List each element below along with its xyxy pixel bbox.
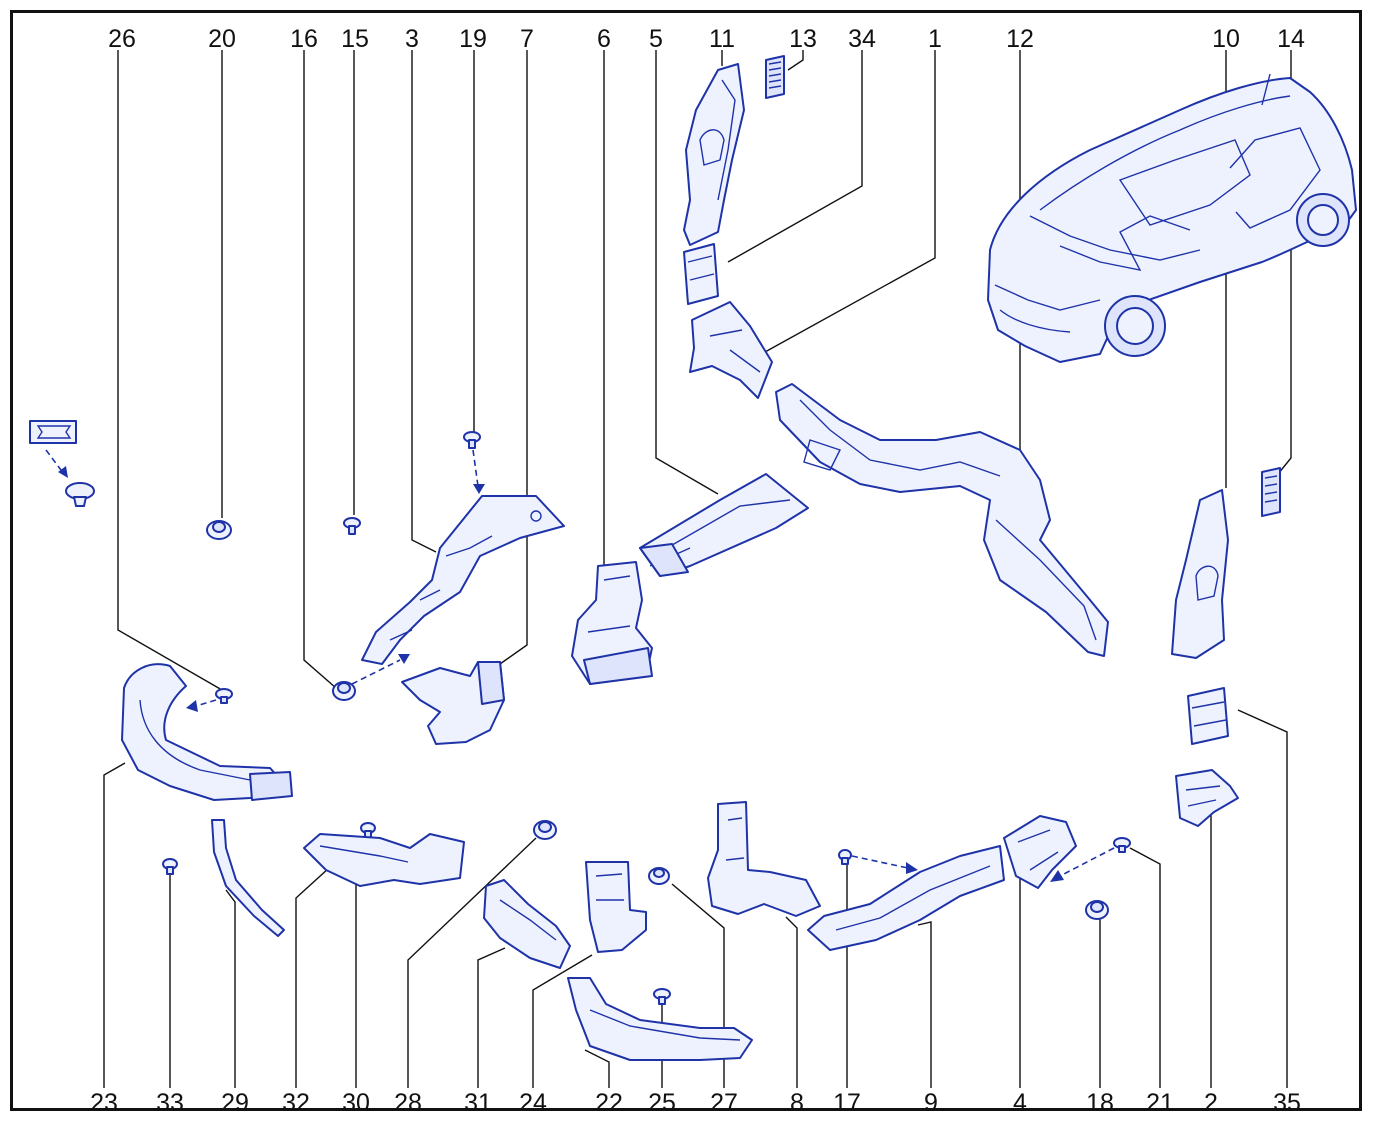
callout-22: 22 — [595, 1089, 623, 1117]
part-14-grille — [1261, 467, 1281, 517]
callout-1: 1 — [928, 25, 942, 53]
part-12-duct — [775, 383, 1109, 657]
callout-9: 9 — [924, 1089, 938, 1117]
clip-19 — [463, 431, 481, 449]
callout-21: 21 — [1146, 1089, 1174, 1117]
callout-4: 4 — [1013, 1089, 1027, 1117]
callout-10: 10 — [1212, 25, 1240, 53]
callout-14: 14 — [1277, 25, 1305, 53]
callout-11: 11 — [709, 25, 735, 53]
callout-7: 7 — [520, 25, 534, 53]
callout-24: 24 — [519, 1089, 547, 1117]
clip-20 — [206, 520, 232, 540]
callout-8: 8 — [790, 1089, 804, 1117]
clip-18 — [1085, 900, 1109, 920]
callout-29: 29 — [221, 1089, 249, 1117]
clip-17 — [838, 849, 852, 865]
clip-21 — [1113, 837, 1131, 853]
part-30-duct — [303, 833, 465, 887]
callout-30: 30 — [342, 1089, 370, 1117]
callout-26: 26 — [108, 25, 136, 53]
clip-33 — [162, 858, 178, 875]
assembly-arrows — [186, 449, 1115, 882]
part-22-duct — [567, 977, 753, 1061]
callout-32: 32 — [282, 1089, 310, 1117]
callout-18: 18 — [1086, 1089, 1114, 1117]
callout-15: 15 — [341, 25, 369, 53]
callout-17: 17 — [833, 1089, 861, 1117]
part-6-duct — [571, 561, 653, 685]
part-1-connector — [689, 301, 773, 399]
callout-5: 5 — [649, 25, 663, 53]
clip-28 — [533, 820, 557, 840]
callout-2: 2 — [1204, 1089, 1218, 1117]
callout-35: 35 — [1273, 1089, 1301, 1117]
part-23-duct — [121, 663, 293, 801]
callout-16: 16 — [290, 25, 318, 53]
callout-6: 6 — [597, 25, 611, 53]
callout-27: 27 — [710, 1089, 738, 1117]
part-3-duct — [361, 495, 565, 665]
callout-20: 20 — [208, 25, 236, 53]
clip-25 — [653, 988, 671, 1005]
part-9-duct — [807, 845, 1005, 951]
callout-34: 34 — [848, 25, 876, 53]
callout-33: 33 — [156, 1089, 184, 1117]
callout-3: 3 — [405, 25, 419, 53]
clip-32 — [360, 822, 376, 839]
callout-12: 12 — [1006, 25, 1034, 53]
clip-15 — [343, 517, 361, 535]
part-13-grille — [765, 55, 785, 99]
part-11-duct — [683, 63, 745, 246]
part-5-duct — [639, 473, 809, 577]
callout-25: 25 — [648, 1089, 676, 1117]
callout-23: 23 — [90, 1089, 118, 1117]
diagram-frame — [10, 10, 1362, 1111]
clip-16 — [332, 681, 356, 701]
part-10-duct — [1171, 489, 1229, 659]
part-31-duct — [483, 879, 571, 969]
callout-28: 28 — [394, 1089, 422, 1117]
part-24-duct — [585, 861, 647, 953]
fasteners — [162, 431, 1131, 1005]
part-7-duct — [401, 661, 505, 745]
part-4-connector — [1003, 815, 1077, 889]
clip-symbol — [29, 420, 95, 507]
callout-19: 19 — [459, 25, 487, 53]
part-8-duct — [707, 801, 821, 917]
part-2 — [1175, 769, 1239, 827]
clip-26 — [215, 688, 233, 704]
clip-27 — [648, 867, 670, 885]
callout-31: 31 — [464, 1089, 492, 1117]
part-35 — [1187, 687, 1229, 745]
part-29-pipe — [211, 819, 285, 937]
callout-13: 13 — [789, 25, 817, 53]
part-34 — [683, 243, 719, 305]
car-illustration — [987, 73, 1357, 363]
